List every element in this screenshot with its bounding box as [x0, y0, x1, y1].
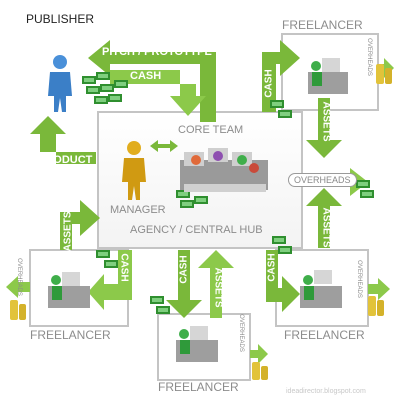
freelancer-desk-bottom — [176, 326, 218, 362]
overheads-label-bottom-right: OVERHEADS — [355, 260, 362, 298]
core-team-label: CORE TEAM — [178, 124, 244, 136]
cash-stack-top-right — [270, 100, 292, 118]
assets-label-bottom: ASSETS — [212, 267, 224, 308]
pitch-prototype-label: PITCH / PROTOTYPE — [102, 46, 212, 58]
cash-label-left: CASH — [118, 253, 130, 282]
cash-arrow-publisher — [110, 70, 206, 116]
watermark: ideadirector.blogspot.com — [286, 388, 366, 395]
cash-label-top-right: CASH — [263, 69, 275, 98]
coin-stack-bottom-right — [368, 296, 384, 316]
cash-label-bottom: CASH — [178, 255, 190, 284]
freelancer-desk-left — [48, 272, 90, 308]
cash-label-publisher: CASH — [130, 70, 162, 82]
overheads-arrow-bottom-right — [368, 278, 390, 300]
overheads-label-bottom: OVERHEADS — [237, 314, 244, 352]
overheads-label-left: OVERHEADS — [15, 258, 22, 296]
assets-arrow-left — [60, 200, 100, 250]
cash-label-bottom-right: CASH — [266, 253, 278, 282]
freelancer-desk-bottom-right — [300, 270, 342, 308]
publisher-figure — [48, 55, 72, 112]
freelancer-label-left: FREELANCER — [30, 328, 111, 342]
assets-arrow-top-right — [306, 98, 342, 158]
assets-label-left: ASSETS — [62, 211, 74, 252]
cash-stack-bottom-right — [272, 236, 292, 254]
cash-arrow-left — [88, 250, 132, 310]
assets-arrow-right — [306, 188, 342, 248]
coin-stack-bottom — [252, 362, 268, 380]
overheads-label-top-right: OVERHEADS — [365, 38, 372, 76]
core-team-desks — [180, 148, 268, 192]
cash-stack-publisher — [82, 72, 128, 104]
freelancer-label-bottom: FREELANCER — [158, 380, 239, 394]
overheads-arrow-left — [6, 276, 30, 298]
overheads-arrow-top-right — [378, 58, 394, 78]
manager-figure — [122, 141, 146, 200]
freelancer-label-bottom-right: FREELANCER — [284, 328, 365, 342]
cash-stack-mid-right — [356, 180, 374, 198]
product-label: PRODUCT — [38, 154, 93, 166]
cash-arrow-bottom-right — [266, 250, 300, 312]
overheads-arrow-bottom — [250, 344, 268, 364]
freelancer-label-top-right: FREELANCER — [282, 18, 363, 32]
agency-hub-label: AGENCY / CENTRAL HUB — [130, 224, 263, 236]
assets-arrow-bottom — [198, 250, 234, 318]
coin-stack-left — [10, 300, 26, 320]
coin-stack-top-right — [376, 64, 392, 84]
assets-label-right: ASSETS — [320, 207, 332, 248]
pitch-prototype-arrow — [88, 40, 216, 122]
cash-arrow-top-right — [262, 40, 300, 112]
freelancer-desk-top-right — [308, 58, 348, 94]
publisher-label: PUBLISHER — [26, 12, 95, 26]
cash-stack-bottom — [150, 296, 170, 314]
manager-team-double-arrow — [150, 140, 178, 152]
manager-label: MANAGER — [110, 204, 166, 216]
assets-label-top-right: ASSETS — [320, 101, 332, 142]
overheads-label-mid-right: OVERHEADS — [288, 173, 357, 187]
cash-stack-left — [96, 250, 118, 268]
cash-arrow-bottom — [166, 250, 202, 318]
product-arrow — [30, 116, 96, 164]
